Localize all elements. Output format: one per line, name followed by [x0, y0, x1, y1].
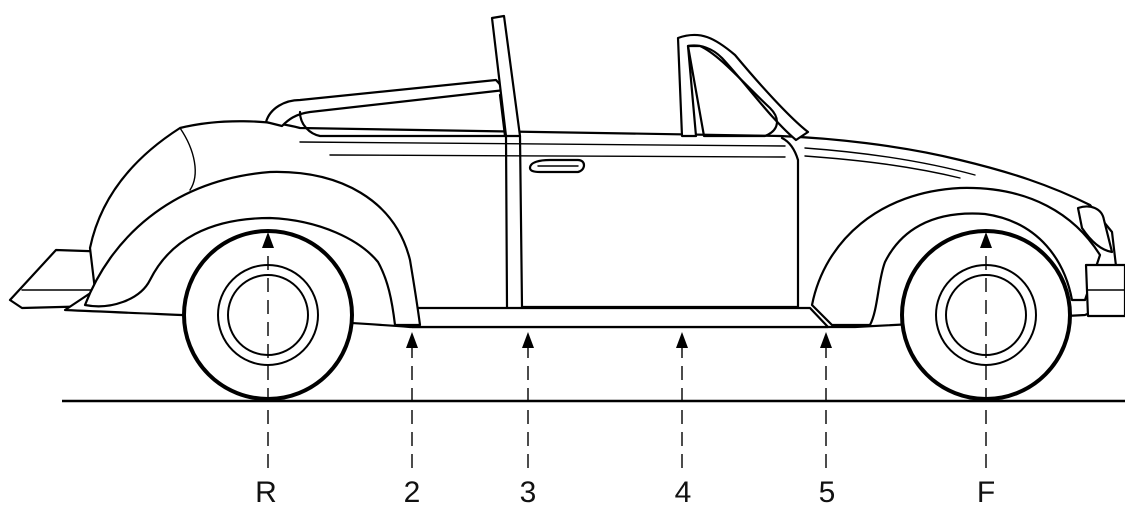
windshield-frame: [676, 33, 810, 142]
reference-line-2: [406, 332, 418, 468]
reference-line-5: [820, 332, 832, 468]
label-F: F: [976, 476, 996, 509]
front-fender: [810, 186, 1102, 327]
arrow-R: [262, 232, 274, 248]
arrow-4: [676, 332, 688, 348]
arrow-2: [406, 332, 418, 348]
windshield-glass: [686, 44, 778, 138]
label-4: 4: [674, 476, 692, 509]
reference-line-F: [980, 232, 992, 468]
rear-fender: [83, 170, 422, 327]
label-3: 3: [519, 476, 537, 509]
rear-seat-opening: [298, 93, 507, 138]
label-5: 5: [818, 476, 836, 509]
hood-line-upper: [804, 147, 976, 176]
running-board: [408, 306, 830, 329]
label-2: 2: [403, 476, 421, 509]
b-pillar: [490, 14, 522, 138]
hood-line-lower: [804, 155, 961, 179]
rear-panel-line: [179, 127, 196, 191]
reference-line-4: [676, 332, 688, 468]
label-R: R: [255, 476, 277, 509]
reference-line-R: [262, 232, 274, 468]
headlight: [1076, 205, 1114, 254]
reference-line-3: [522, 332, 534, 468]
arrow-5: [820, 332, 832, 348]
arrow-3: [522, 332, 534, 348]
door-outline: [518, 134, 800, 309]
belt-line-lower: [329, 154, 786, 158]
belt-line-upper: [299, 141, 786, 147]
door-rear-edge: [504, 134, 509, 309]
arrow-F: [980, 232, 992, 248]
